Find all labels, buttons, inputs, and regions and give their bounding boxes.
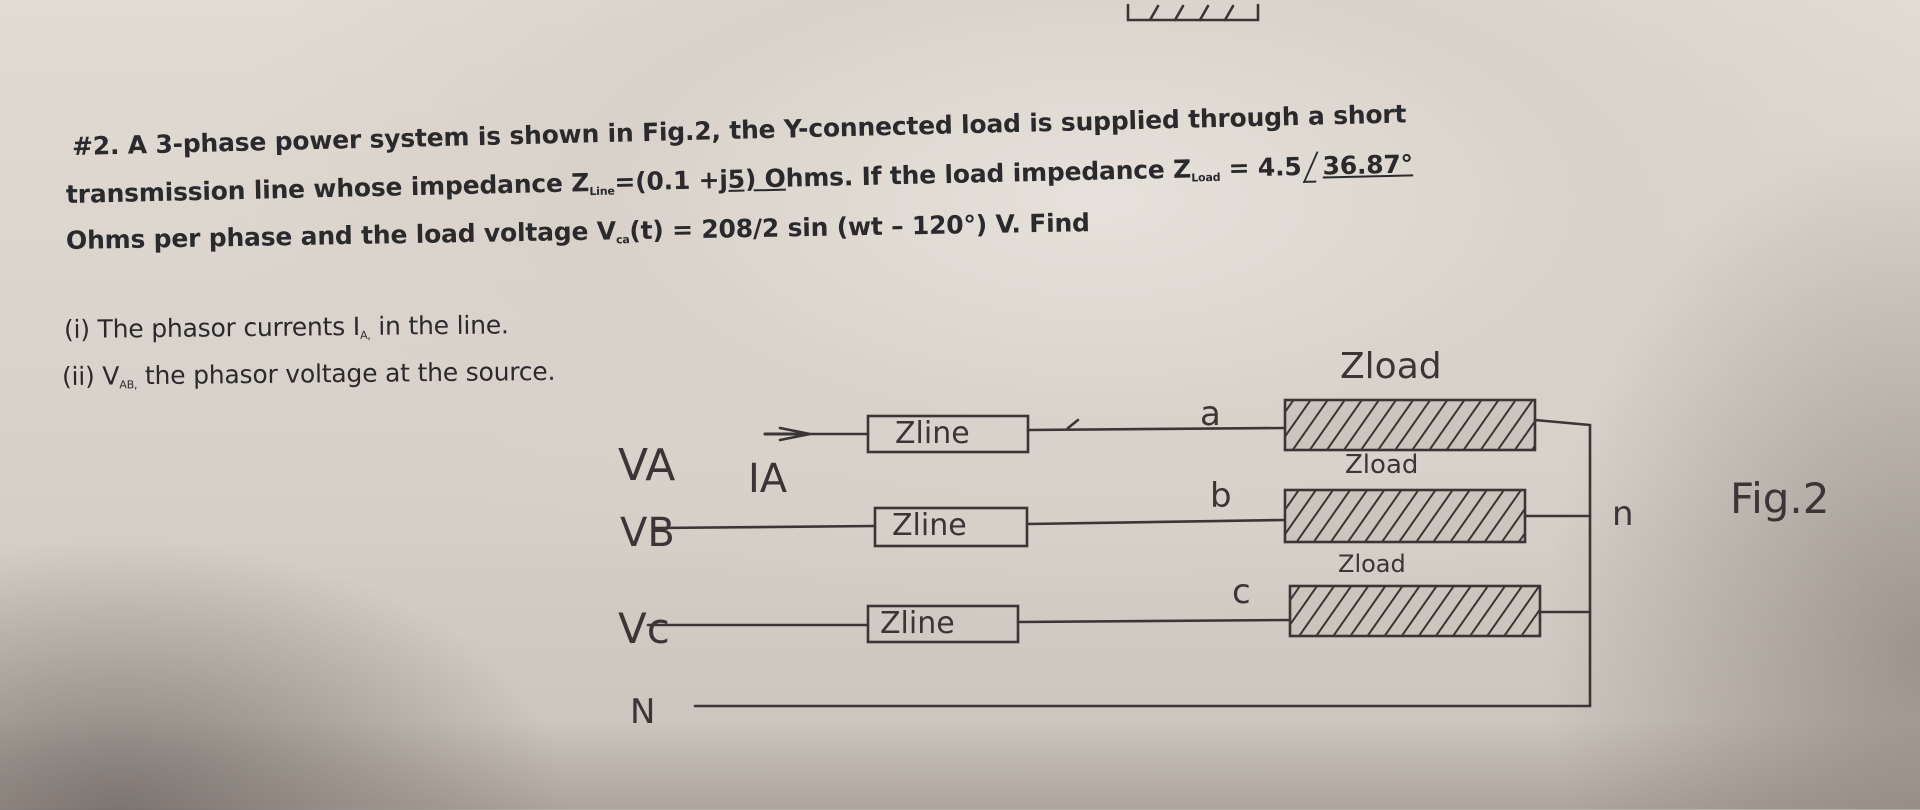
label-zline-c: Zline (880, 606, 955, 641)
label-zline-a: Zline (895, 416, 970, 451)
label-vc: Vc (618, 604, 670, 653)
top-box-remnant (1126, 3, 1260, 22)
wire-a-load (1026, 426, 1287, 432)
label-zload-b: Zload (1345, 450, 1419, 480)
label-node-b: b (1210, 476, 1232, 516)
zload-box-a (1283, 398, 1537, 452)
label-neutral: N (630, 692, 656, 732)
zline-box-a (866, 414, 1030, 454)
label-ia: IA (748, 456, 788, 502)
label-vb: VB (620, 510, 675, 556)
figure-caption: Fig.2 (1730, 474, 1830, 523)
current-arrow (778, 426, 811, 442)
zload-box-c (1288, 584, 1542, 638)
neutral-bus-right (1533, 418, 1592, 708)
wire-b-load (1025, 518, 1287, 526)
shadow-left (0, 380, 700, 810)
label-zload-a: Zload (1340, 346, 1442, 387)
label-node-a: a (1200, 394, 1221, 434)
label-node-n: n (1612, 494, 1634, 534)
zload-box-b (1283, 488, 1527, 544)
label-zload-c: Zload (1338, 550, 1406, 578)
wire-b-source (653, 524, 877, 530)
shadow-right (1500, 0, 1920, 809)
label-zline-b: Zline (892, 508, 967, 543)
zline-box-b (873, 506, 1029, 548)
wire-c-load (1016, 618, 1290, 624)
label-va: VA (618, 440, 676, 491)
label-node-c: c (1232, 572, 1251, 612)
shadow-bottom (0, 720, 1920, 809)
zline-box-c (866, 604, 1020, 644)
